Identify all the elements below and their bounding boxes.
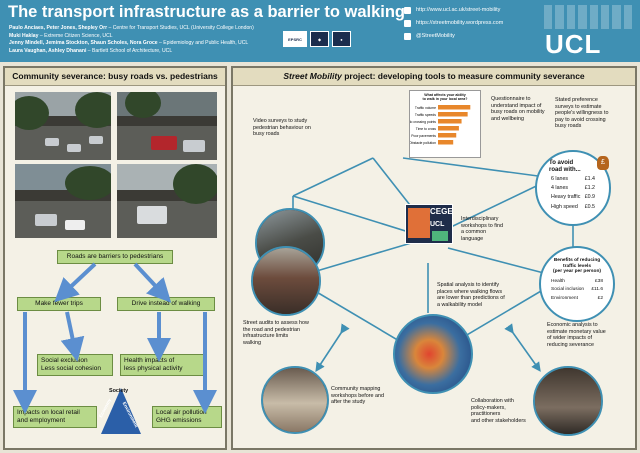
survey-category-label: Poor pavements [411, 134, 436, 138]
network-link [315, 323, 350, 373]
survey-bar [438, 126, 459, 131]
twitter-icon [404, 33, 411, 40]
right-panel: Street Mobility project: developing tool… [231, 66, 637, 450]
survey-bar [438, 112, 468, 117]
table-row: Social inclusion£11.6 [551, 287, 603, 293]
table-row: 4 lanes£1.2 [551, 185, 595, 192]
ucl-portico-graphic [544, 5, 632, 29]
survey-category-label: Obstacle pollution [410, 141, 436, 145]
left-panel-title: Community severance: busy roads vs. pede… [5, 68, 225, 86]
website-link[interactable]: http://www.ucl.ac.uk/street-mobility [416, 7, 501, 13]
mapping-workshop-photo [261, 366, 329, 434]
author-line: Laura Vaughan, Ashley Dhanani – Bartlett… [9, 47, 173, 54]
table-row: Heavy traffic£0.9 [551, 194, 595, 201]
blog-row[interactable]: https://streetmobility.wordpress.com [404, 17, 503, 30]
roads-barrier-box: Roads are barriers to pedestrians [57, 250, 173, 264]
table-row: 6 lanes£1.4 [551, 176, 595, 182]
survey-category-label: Traffic volume [415, 106, 436, 110]
table-row: Health£38 [551, 278, 603, 284]
partner-logos: EPSRC ◆ ● [283, 31, 351, 47]
street-audit-photo [251, 246, 321, 316]
survey-bar [438, 140, 454, 145]
table-row: High speed£0.5 [551, 203, 595, 210]
epsrc-logo: EPSRC [283, 31, 307, 47]
survey-category-label: Traffic speeds [415, 113, 436, 117]
network-link [504, 323, 541, 372]
left-panel: Community severance: busy roads vs. pede… [3, 66, 227, 450]
right-panel-title: Street Mobility project: developing tool… [233, 68, 635, 86]
website-row[interactable]: http://www.ucl.ac.uk/street-mobility [404, 4, 503, 17]
author-line: Muki Haklay – Extreme Citizen Science, U… [9, 32, 113, 39]
survey-bar [438, 133, 457, 138]
wordpress-icon [404, 20, 411, 27]
survey-bar [438, 119, 462, 124]
busy-road-photo-2 [117, 92, 217, 160]
workshop-logos-image: CEGE UCL [405, 204, 453, 244]
globe-icon [404, 7, 411, 14]
author-list: Paulo Anciaes, Peter Jones, Shepley Orr … [9, 25, 254, 55]
busy-road-photo-3 [15, 164, 111, 238]
twitter-row[interactable]: @StreetMobility [404, 30, 503, 43]
survey-category-label: Time to cross [416, 127, 437, 131]
collaboration-photo [533, 366, 603, 436]
blog-link[interactable]: https://streetmobility.wordpress.com [416, 20, 504, 26]
society-triangle [101, 388, 141, 434]
network-link [292, 157, 374, 197]
partner-logo: ◆ [310, 31, 329, 47]
ucl-logo: UCL [545, 29, 602, 59]
twitter-link[interactable]: @StreetMobility [416, 33, 455, 39]
money-bag-icon: £ [597, 156, 609, 170]
poster-header: The transport infrastructure as a barrie… [0, 0, 640, 62]
poster-title: The transport infrastructure as a barrie… [8, 3, 406, 21]
flow-arrow [54, 262, 97, 303]
busy-road-photo-1 [15, 92, 111, 160]
author-line: Paulo Anciaes, Peter Jones, Shepley Orr … [9, 25, 254, 31]
partner-logo: ● [332, 31, 351, 47]
table-row: Environment£2 [551, 295, 603, 301]
walkability-map [393, 314, 473, 394]
benefits-table: Health£38 Social inclusion£11.6 Environm… [549, 277, 605, 304]
survey-category-label: No crossing points [410, 120, 436, 124]
survey-bar [438, 105, 471, 110]
flow-arrow [133, 262, 172, 303]
flow-arrow [60, 311, 85, 362]
busy-road-photo-4 [117, 164, 217, 238]
flow-arrows [13, 262, 217, 434]
network-link [402, 157, 554, 179]
avoid-road-table: 6 lanes£1.4 4 lanes£1.2 Heavy traffic£0.… [549, 174, 597, 213]
author-line: Jenny Mindell, Jemima Stockton, Shaun Sc… [9, 40, 249, 47]
triangle-society-label: Society [109, 388, 129, 394]
contact-info: http://www.ucl.ac.uk/street-mobility htt… [404, 4, 503, 43]
